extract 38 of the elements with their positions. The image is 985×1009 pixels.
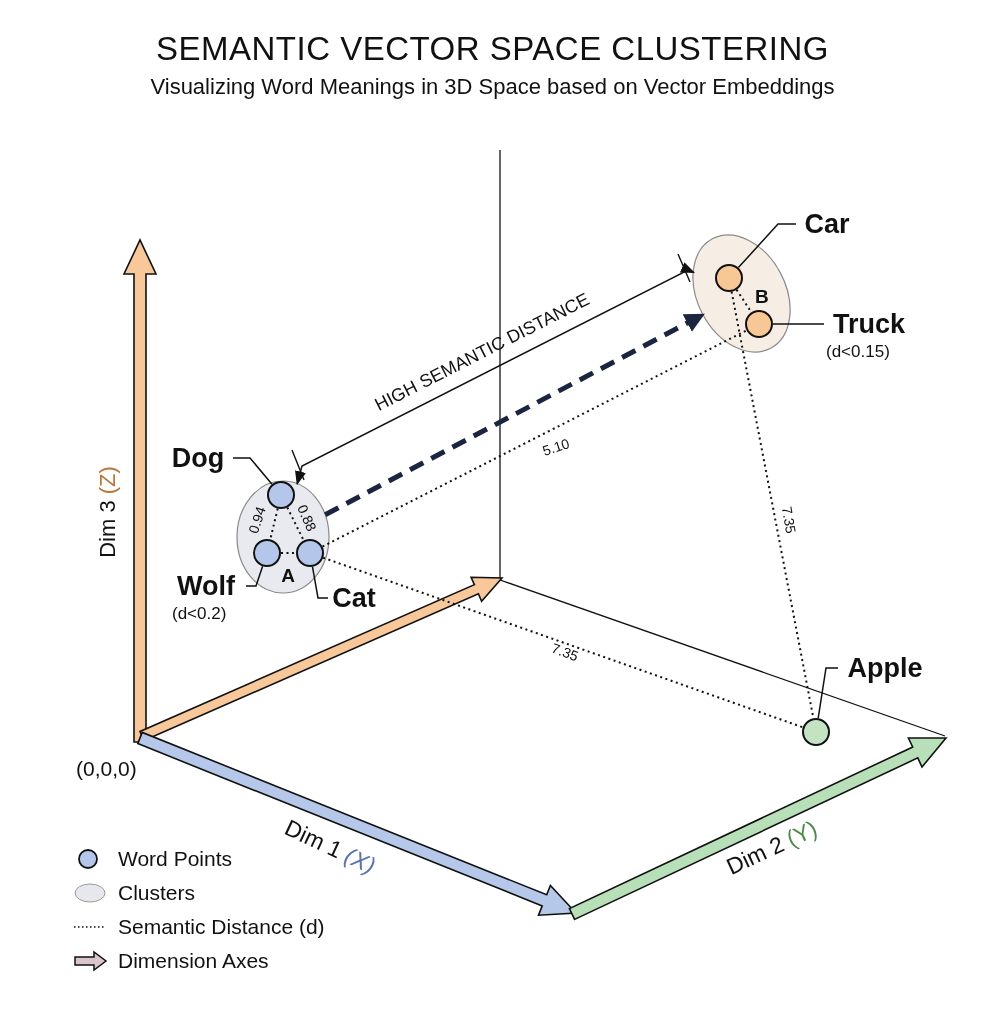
axis-letter: (Z) [97,466,119,495]
legend-label: Dimension Axes [118,949,269,973]
word-label: Dog [170,442,226,474]
distance-value: 0.88 [295,502,319,534]
distance-threshold-note: (d<0.2) [172,604,227,624]
distance-value: 7.35 [779,505,799,535]
leader-line [245,565,264,587]
word-label: Truck [831,308,906,340]
leader-line [232,457,273,486]
dimension-arrow [295,262,695,486]
distance-value: 0.94 [246,504,268,536]
word-label: Car [803,208,851,240]
legend-label: Word Points [118,847,232,871]
diagram-title: SEMANTIC VECTOR SPACE CLUSTERING [154,30,831,68]
distance-line [321,329,748,548]
distance-line [322,556,804,729]
leader-line [772,323,825,325]
distance-value: 7.35 [549,640,581,664]
cluster-letter: B [755,286,769,306]
axis-letter: (X) [341,844,379,878]
legend-label: Clusters [118,881,196,905]
word-label: Apple [846,652,924,684]
diagram-subtitle: Visualizing Word Meanings in 3D Space based on Vector Embeddings [149,74,836,100]
word-label: Wolf [176,570,236,602]
leader-line [311,566,329,599]
distance-value: 5.10 [540,436,572,458]
origin-label: (0,0,0) [76,758,137,779]
axis-label: Dim 2 [723,832,788,879]
cluster-letter: A [281,565,295,585]
axis-label: Dim 3 [97,500,119,558]
distance-line [280,552,297,554]
distance-threshold-note: (d<0.15) [826,342,890,362]
leader-line [737,223,797,269]
word-label: Cat [331,582,377,614]
distance-line [286,506,305,542]
leader-line [817,667,839,719]
semantic-distance-arrow [324,312,705,517]
legend-label: Semantic Distance (d) [118,915,325,939]
